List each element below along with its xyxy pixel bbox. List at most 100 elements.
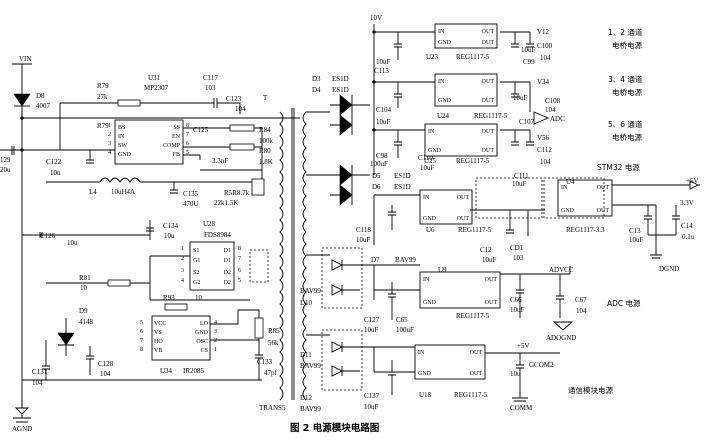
vin-label: VIN	[19, 55, 31, 63]
c125-ref: C125	[193, 126, 209, 134]
c112-ref: C112	[537, 146, 552, 154]
d12-value: BAV99	[300, 405, 321, 413]
reg-pin-out1: OUT	[482, 129, 495, 135]
c126-ref: C126	[40, 232, 56, 240]
c133-ref: C133	[257, 358, 273, 366]
u31-pin-bs: BS	[118, 125, 125, 131]
d10-ref: D10	[300, 299, 313, 307]
reg-part: REG1117-5	[474, 112, 508, 120]
u34-pinnum-left: 7	[140, 338, 143, 344]
c112-value: 104	[540, 158, 551, 166]
u34-pinnum-right: 2	[214, 338, 217, 344]
c108-ref: C108	[545, 97, 561, 105]
c67-ref: C67	[575, 296, 587, 304]
c135-value: 470U	[183, 200, 199, 208]
figure-caption: 图 2 电源模块电路图	[290, 422, 379, 434]
u28-pinnum-right: 8	[238, 246, 241, 252]
u28-pinnum-right: 5	[238, 278, 241, 284]
d7-value: BAV99	[395, 256, 416, 264]
bav99-d11-block	[321, 329, 363, 391]
c99-ref: C99	[523, 58, 535, 66]
d10-value: BAV99	[300, 287, 321, 295]
u34-pin-right: LO	[200, 321, 209, 327]
c107-value: 10uF	[513, 94, 528, 102]
reg-pin-in: IN	[561, 185, 568, 191]
c104-ref: C104	[376, 106, 392, 114]
u31-pin-comp: COMP	[163, 143, 181, 149]
l4-ref: L4	[89, 188, 97, 196]
u31-pin-en: EN	[172, 134, 181, 140]
u34-pinnum-right: 1	[214, 347, 217, 353]
c12-ref: C12	[480, 246, 492, 254]
u28-pin-right: D2	[224, 280, 231, 286]
u28-pin-right: D1	[224, 248, 231, 254]
cd1-dashed-block	[475, 177, 543, 219]
regulator-u18	[414, 344, 486, 380]
note-bridge12-line1: 1、2 通道	[608, 27, 643, 37]
c99-value: 10uF	[521, 46, 536, 54]
transformer-secondary	[302, 111, 307, 401]
resistor-divider	[251, 178, 265, 196]
regulator-u6	[419, 189, 473, 225]
reg-pin-gnd: GND	[418, 371, 432, 377]
c129-ref: 129	[0, 156, 11, 164]
note-adc-power: ADC 电源	[607, 298, 641, 308]
net-adc: ADC	[550, 115, 565, 123]
c111-ref: C111	[514, 172, 529, 180]
c133-value: 47pf	[264, 369, 278, 377]
c110-value: 10uF	[420, 164, 435, 172]
reg-pin-out2: OUT	[457, 216, 470, 222]
u28-pinnum-left: 1	[181, 246, 184, 252]
d11-value: BAV99	[300, 362, 321, 370]
c98-value: 100uF	[370, 160, 388, 168]
u28-pin-left: S1	[193, 248, 199, 254]
reg-part: REG1117-3.3	[566, 226, 605, 234]
resistor-r85	[254, 317, 264, 339]
d9-ref: D9	[79, 307, 88, 315]
c128-ref: C128	[98, 360, 114, 368]
note-bridge56-line1: 5、6 通道	[608, 119, 643, 129]
u31-part: MP2307	[144, 84, 169, 92]
u31-pin-gnd: GND	[118, 152, 132, 158]
reg-ref: U24	[437, 112, 450, 120]
diode-d8	[13, 93, 31, 107]
rectifier-section: D3 ES1D D4 ES1D D5 ES1D D6 ES1D D7 BAV99…	[300, 75, 416, 413]
agnd-symbol	[14, 407, 30, 415]
reg-pin-in: IN	[418, 350, 425, 356]
transformer-primary	[279, 111, 284, 401]
r80-value: 1.8K	[259, 158, 273, 166]
reg-pin-gnd: GND	[438, 98, 452, 104]
net-v56: V56	[537, 134, 550, 142]
reg-pin-in: IN	[423, 195, 430, 201]
c13-value: 10uF	[629, 236, 644, 244]
comm-supply: C137 10uF +5V GCOM2 10u COMM 通信模块电源	[360, 342, 613, 412]
r79-ref: R79	[97, 82, 109, 90]
reg-ref: U9	[438, 266, 447, 274]
r84-value: 100k	[259, 137, 274, 145]
u34-ref: U34	[160, 367, 173, 375]
cd1-ref: CD1	[510, 244, 524, 252]
c123-ref: C123	[226, 95, 242, 103]
d12-ref: D12	[300, 394, 313, 402]
u31-pinnum-right: 8	[186, 123, 189, 129]
resistor-r81	[107, 279, 131, 287]
u28-pinnum-left: 3	[181, 268, 184, 274]
d4-ref: D4	[312, 86, 321, 94]
reg-pin-gnd: GND	[423, 216, 437, 222]
r79-value: 27k	[97, 93, 108, 101]
reg-pin-in: IN	[438, 79, 445, 85]
resistor-r80	[229, 143, 255, 151]
stm32-supply: C118 10uF 10uF C111 C12 10uF CD1 103 +5V…	[356, 162, 700, 273]
note-bridge34-line1: 3、4 通道	[608, 74, 643, 84]
u34-part: IR2085	[183, 367, 205, 375]
u28-pinnum-right: 7	[238, 256, 241, 262]
ic-u28	[189, 241, 235, 291]
u34-pinnum-right: 4	[214, 320, 217, 326]
c131-ref: C131	[32, 368, 48, 376]
resistor-r84	[229, 124, 255, 132]
c128-value: 104	[100, 370, 111, 378]
agnd-label: AGND	[12, 425, 32, 433]
note-bridge12-line2: 电桥电源	[612, 40, 642, 50]
